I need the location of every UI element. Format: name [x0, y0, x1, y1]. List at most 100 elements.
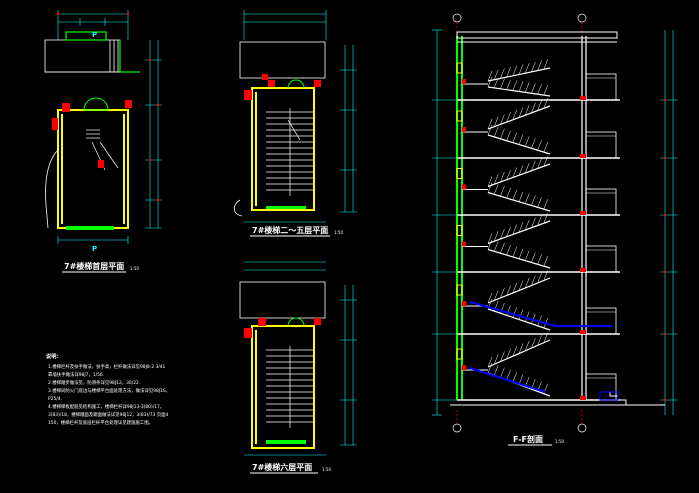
dimension-lines-typical — [243, 10, 357, 223]
baluster — [524, 136, 530, 147]
baluster — [537, 335, 542, 346]
curved-wall — [45, 149, 59, 229]
note-line: 1.楼梯栏杆及扶手做法，扶手高，栏杆做法详见98J8-2 3/41 — [48, 363, 166, 370]
baluster — [518, 309, 524, 320]
plan-ground-title: 7#楼梯首层平面 — [64, 261, 124, 271]
note-line: 靠墙扶手做法详98J7，1/56. — [48, 371, 104, 378]
baluster — [500, 128, 505, 139]
walls-typical — [251, 87, 315, 211]
baluster — [531, 217, 536, 228]
baluster — [537, 140, 542, 151]
baluster — [500, 78, 505, 89]
note-line: 2.楼梯踏步做法见，防滑条详见98J12，30/22. — [48, 379, 140, 386]
baluster — [543, 85, 549, 96]
level-dot — [663, 398, 667, 402]
scale-label: 1:50 — [322, 467, 331, 472]
baluster — [543, 98, 549, 109]
plan-typical-title: 7#楼梯二～五层平面 — [252, 225, 328, 235]
baluster — [531, 338, 536, 349]
baluster — [506, 348, 511, 359]
baluster — [524, 193, 530, 204]
baluster — [512, 65, 518, 76]
baluster — [512, 307, 518, 318]
landing-beam — [462, 241, 466, 247]
curved-wall-typical — [233, 199, 243, 217]
baluster — [487, 233, 493, 244]
baluster — [531, 160, 536, 171]
window-bottom — [66, 226, 114, 230]
baluster — [512, 246, 518, 257]
baluster — [518, 374, 524, 385]
door-top — [287, 317, 305, 327]
baluster — [531, 195, 536, 206]
level-dot — [663, 156, 667, 160]
baluster — [506, 79, 511, 90]
baluster — [487, 176, 493, 187]
baluster — [506, 67, 511, 78]
baluster — [524, 105, 530, 116]
section-title: F-F剖面 — [513, 434, 543, 444]
baluster — [543, 199, 549, 210]
beam-section — [580, 268, 586, 272]
beam-section — [580, 96, 586, 100]
section-level-ticks — [432, 98, 678, 402]
baluster — [524, 162, 530, 174]
baluster — [506, 305, 511, 316]
baluster — [537, 158, 542, 169]
window-opening — [456, 225, 463, 236]
baluster — [487, 124, 493, 136]
dimension-lines-top — [244, 261, 357, 456]
baluster — [506, 112, 511, 123]
baluster — [531, 313, 536, 324]
section-left-wall — [456, 36, 463, 400]
baluster — [512, 132, 518, 143]
door-typical — [287, 79, 305, 89]
baluster — [506, 169, 511, 180]
window-opening — [456, 62, 463, 74]
typical-outline — [239, 41, 326, 79]
baluster — [512, 189, 518, 200]
baluster — [512, 109, 518, 120]
section-floor-slabs — [457, 73, 620, 401]
note-line: P25/4. — [48, 396, 62, 402]
baluster — [531, 138, 536, 149]
baluster — [531, 275, 536, 286]
window-opening — [456, 110, 463, 122]
baluster — [524, 311, 530, 322]
porch-outline — [65, 31, 140, 73]
window-top — [266, 440, 306, 444]
window-opening — [456, 284, 463, 296]
window-opening — [456, 348, 463, 360]
baluster — [524, 250, 530, 261]
baluster — [512, 224, 518, 235]
baluster — [500, 287, 505, 299]
note-line: 150，楼梯栏杆及底层栏杆平台处理详见建施施工图。 — [48, 419, 153, 426]
baluster — [537, 60, 542, 71]
scale-label: 1:50 — [334, 230, 343, 235]
landing-beam — [462, 79, 466, 84]
baluster — [543, 156, 549, 167]
baluster — [487, 118, 493, 130]
baluster — [493, 116, 499, 127]
landing-beam — [462, 127, 466, 132]
baluster — [512, 80, 518, 91]
baluster — [524, 277, 530, 289]
baluster — [537, 197, 542, 208]
baluster — [506, 187, 511, 199]
columns-typical — [244, 74, 321, 100]
baluster — [487, 239, 493, 250]
baluster — [493, 241, 499, 252]
balcony-frame — [585, 307, 617, 335]
baluster — [500, 367, 505, 378]
baluster — [531, 252, 536, 263]
plan-top-title: 7#楼梯六层平面 — [252, 462, 312, 472]
baluster — [518, 81, 524, 92]
baluster — [493, 184, 499, 195]
baluster — [493, 126, 499, 137]
baluster — [500, 68, 505, 79]
balcony-frame — [585, 188, 617, 216]
baluster — [543, 270, 549, 281]
beam-section — [580, 396, 586, 400]
baluster — [500, 114, 505, 125]
baluster — [524, 63, 530, 74]
